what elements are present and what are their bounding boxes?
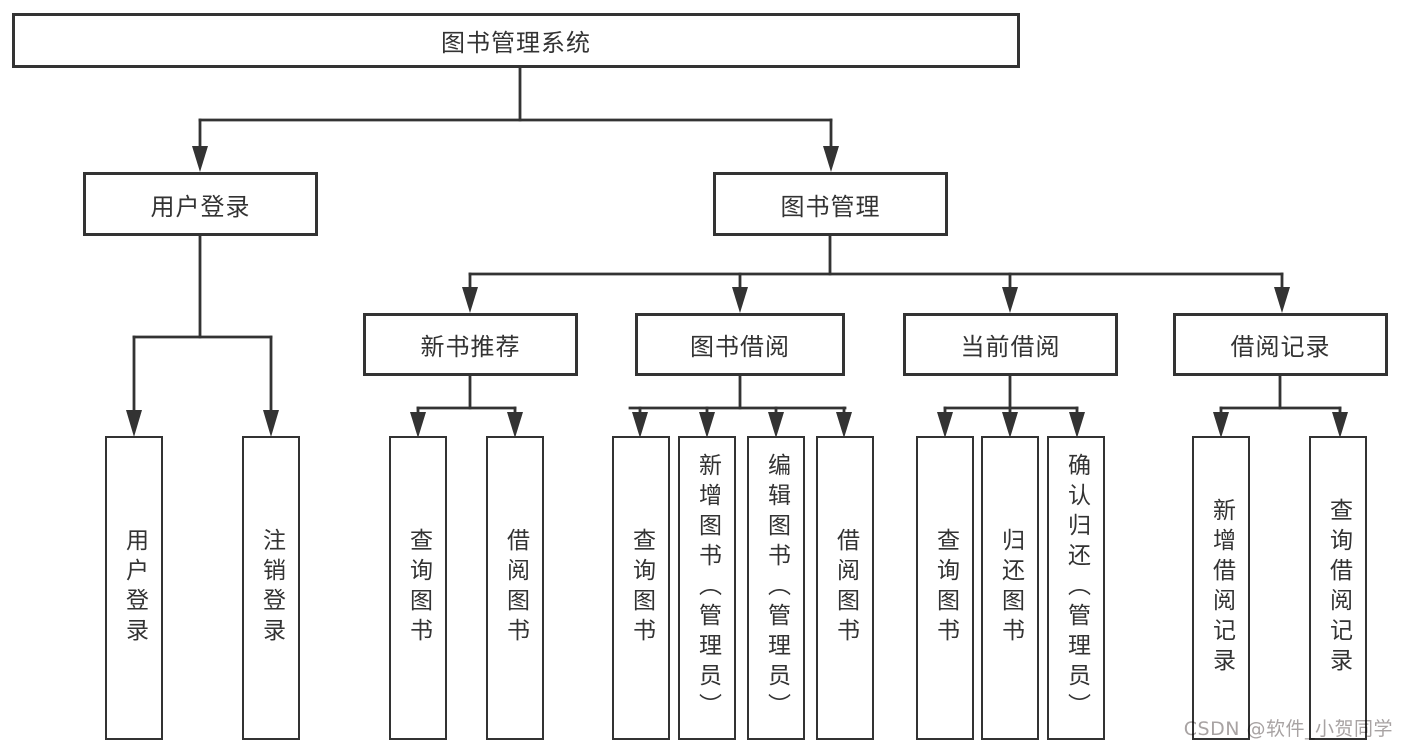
connector-new-book-children: [410, 374, 523, 438]
watermark: CSDN @软件_小贺同学: [1183, 718, 1393, 740]
node-new-book-recommend: 新书推荐: [363, 313, 578, 376]
node-book-management: 图书管理: [713, 172, 948, 236]
leaf-query-books-borrow: 查询图书: [612, 436, 670, 740]
connector-borrow-records-children: [1213, 374, 1348, 438]
leaf-borrow-books-recommend: 借阅图书: [486, 436, 544, 740]
node-current-borrow: 当前借阅: [903, 313, 1118, 376]
leaf-query-books-recommend: 查询图书: [389, 436, 447, 740]
connector-user-login-children: [126, 234, 279, 437]
connector-book-management-children: [462, 234, 1290, 313]
node-library-system: 图书管理系统: [12, 13, 1020, 68]
connector-current-borrow-children: [937, 374, 1085, 438]
connector-root-to-level2: [192, 66, 839, 172]
leaf-return-book: 归还图书: [981, 436, 1039, 740]
leaf-borrow-books: 借阅图书: [816, 436, 874, 740]
leaf-query-books-current: 查询图书: [916, 436, 974, 740]
leaf-logout: 注销登录: [242, 436, 300, 740]
leaf-edit-book-admin: 编辑图书（管理员）: [747, 436, 805, 740]
leaf-confirm-return-admin: 确认归还（管理员）: [1047, 436, 1105, 740]
node-borrow-records: 借阅记录: [1173, 313, 1388, 376]
connector-book-borrow-children: [628, 374, 852, 438]
leaf-user-login: 用户登录: [105, 436, 163, 740]
leaf-query-borrow-record: 查询借阅记录: [1309, 436, 1367, 740]
node-book-borrow: 图书借阅: [635, 313, 845, 376]
node-user-login: 用户登录: [83, 172, 318, 236]
leaf-add-borrow-record: 新增借阅记录: [1192, 436, 1250, 740]
leaf-add-book-admin: 新增图书（管理员）: [678, 436, 736, 740]
